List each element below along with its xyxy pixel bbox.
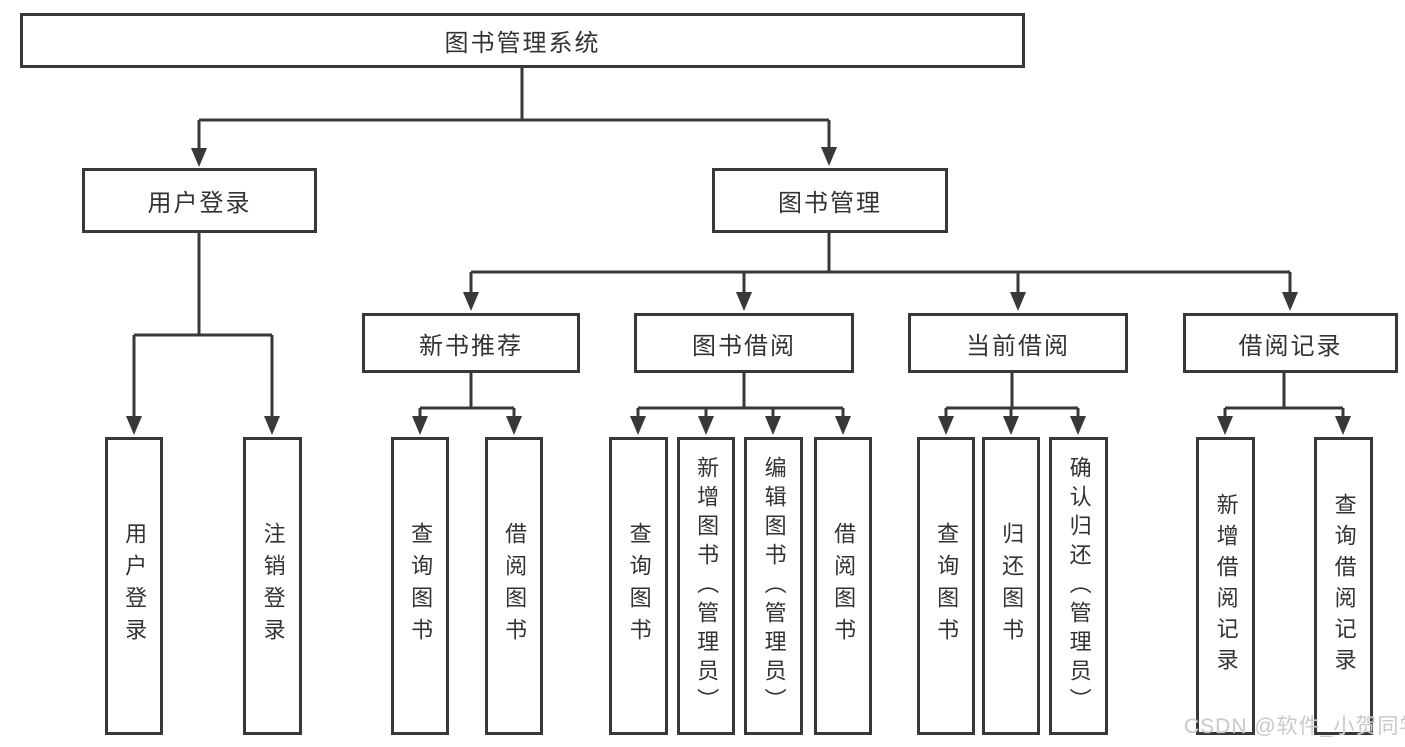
node-leaf-confirm-return-admin-label: 确认归还（管理员） bbox=[1066, 455, 1092, 717]
node-leaf-borrow-books-2-label: 借阅图书 bbox=[831, 522, 857, 650]
node-leaf-query-books-3: 查询图书 bbox=[917, 437, 975, 735]
node-root-label: 图书管理系统 bbox=[444, 30, 601, 57]
node-leaf-logout: 注销登录 bbox=[243, 437, 302, 735]
node-book-borrowing-label: 图书借阅 bbox=[692, 332, 796, 360]
node-new-book-recommend: 新书推荐 bbox=[362, 313, 580, 373]
node-leaf-query-borrow-record-label: 查询借阅记录 bbox=[1331, 493, 1357, 679]
node-leaf-return-books: 归还图书 bbox=[982, 437, 1040, 735]
node-leaf-return-books-label: 归还图书 bbox=[999, 522, 1025, 650]
node-leaf-user-login: 用户登录 bbox=[105, 437, 163, 735]
node-leaf-query-books-1-label: 查询图书 bbox=[408, 522, 434, 650]
node-leaf-query-books-1: 查询图书 bbox=[391, 437, 449, 735]
node-book-borrowing: 图书借阅 bbox=[634, 313, 854, 373]
node-root: 图书管理系统 bbox=[20, 13, 1025, 68]
node-leaf-query-books-2-label: 查询图书 bbox=[626, 522, 652, 650]
node-leaf-add-books-admin: 新增图书（管理员） bbox=[677, 437, 735, 735]
node-current-borrowing: 当前借阅 bbox=[908, 313, 1128, 373]
node-leaf-query-books-3-label: 查询图书 bbox=[934, 522, 960, 650]
node-current-borrowing-label: 当前借阅 bbox=[966, 332, 1070, 360]
node-leaf-edit-books-admin-label: 编辑图书（管理员） bbox=[761, 455, 787, 717]
node-leaf-query-books-2: 查询图书 bbox=[609, 437, 668, 735]
node-book-management-branch-label: 图书管理 bbox=[778, 190, 882, 217]
node-leaf-query-borrow-record: 查询借阅记录 bbox=[1314, 437, 1373, 735]
node-borrowing-records: 借阅记录 bbox=[1183, 313, 1398, 373]
node-leaf-borrow-books-1-label: 借阅图书 bbox=[502, 522, 528, 650]
node-leaf-add-borrow-record: 新增借阅记录 bbox=[1196, 437, 1255, 735]
node-leaf-add-borrow-record-label: 新增借阅记录 bbox=[1213, 493, 1239, 679]
node-leaf-logout-label: 注销登录 bbox=[260, 522, 286, 650]
watermark: CSDN @软件_小贺同学 bbox=[1184, 715, 1405, 738]
node-user-login-branch-label: 用户登录 bbox=[147, 190, 252, 217]
node-borrowing-records-label: 借阅记录 bbox=[1238, 332, 1343, 360]
node-leaf-add-books-admin-label: 新增图书（管理员） bbox=[694, 455, 720, 717]
node-user-login-branch: 用户登录 bbox=[82, 168, 317, 233]
node-leaf-edit-books-admin: 编辑图书（管理员） bbox=[744, 437, 803, 735]
node-leaf-confirm-return-admin: 确认归还（管理员） bbox=[1049, 437, 1108, 735]
node-leaf-user-login-label: 用户登录 bbox=[122, 522, 148, 650]
node-new-book-recommend-label: 新书推荐 bbox=[419, 332, 523, 360]
node-book-management-branch: 图书管理 bbox=[712, 168, 948, 233]
node-leaf-borrow-books-2: 借阅图书 bbox=[814, 437, 872, 735]
node-leaf-borrow-books-1: 借阅图书 bbox=[485, 437, 543, 735]
